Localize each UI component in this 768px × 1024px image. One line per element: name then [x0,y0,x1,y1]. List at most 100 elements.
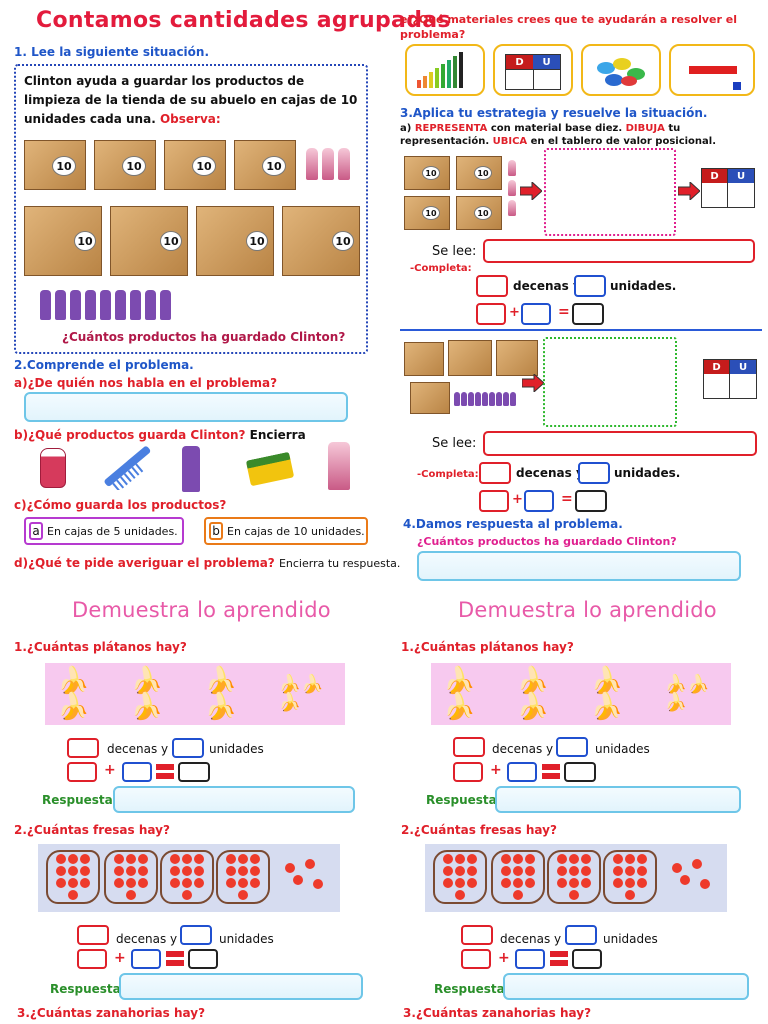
option-b-text: En cajas de 10 unidades. [227,524,365,538]
option-a-letter: a [29,522,43,540]
option-b[interactable]: b En cajas de 10 unidades. [204,517,368,545]
comb-icon[interactable] [98,444,158,492]
unidades-label: unidades [595,742,650,756]
sum-result-input-1[interactable] [572,303,604,325]
demo2-sum-a-right[interactable] [461,949,491,969]
demo2-result-left[interactable] [188,949,218,969]
demo2-unidades-right[interactable] [565,925,597,945]
demo-q1-right: 1.¿Cuántas plátanos hay? [401,640,574,654]
plus-sign: + [104,762,116,778]
demo2-result-right[interactable] [572,949,602,969]
soap-bottle [508,160,516,176]
final-answer-field[interactable] [417,551,741,581]
unidades-input-2[interactable] [578,462,610,484]
demo1-sum-b-left[interactable] [122,762,152,782]
demo1-unidades-left[interactable] [172,738,204,758]
completa-label: -Completa: [410,263,472,274]
equals-icon [542,764,560,779]
demo1-sum-a-right[interactable] [453,762,483,782]
sum-a-input-2[interactable] [479,490,509,512]
answer-a-field[interactable] [24,392,348,422]
box-label: 10 [332,231,354,251]
purple-bottle-icon[interactable] [182,446,200,492]
demo1-decenas-right[interactable] [453,737,485,757]
demo1-decenas-left[interactable] [67,738,99,758]
product-box [410,382,450,414]
decenas-input-2[interactable] [479,462,511,484]
box-label: 10 [474,166,492,180]
demo1-result-left[interactable] [178,762,210,782]
demo2-answer-right[interactable] [503,973,749,1000]
plus-sign: + [498,950,510,966]
demo1-sum-a-left[interactable] [67,762,97,782]
equals-icon [156,764,174,779]
demo1-result-right[interactable] [564,762,596,782]
soap-dispenser-icon[interactable] [40,448,66,488]
strawberry-panel-left [38,844,340,912]
decenas-label: decenas y [116,932,178,946]
plus-sign: + [509,305,520,320]
unidades-label: unidades. [610,279,677,293]
question-a: a)¿De quién nos habla en el problema? [14,376,278,390]
sponge-icon[interactable] [245,451,295,487]
demo2-decenas-right[interactable] [461,925,493,945]
arrow-right-icon [519,180,543,202]
sum-result-input-2[interactable] [575,490,607,512]
demo-q2-right: 2.¿Cuántas fresas hay? [401,823,557,837]
demo2-answer-left[interactable] [119,973,363,1000]
strawberry-panel-right [425,844,727,912]
purple-bottles-row [40,290,180,320]
box-label: 10 [422,166,440,180]
sum-b-input-2[interactable] [524,490,554,512]
sum-b-input-1[interactable] [521,303,551,325]
demo2-sum-a-left[interactable] [77,949,107,969]
loose-strawberries [282,858,326,898]
banana-single-icon: 🍌🍌🍌 [278,674,324,713]
demo-title-right: Demuestra lo aprendido [458,598,717,622]
box-label: 10 [52,156,76,176]
decenas-input-1[interactable] [476,275,508,297]
se-lee-field-2[interactable] [483,431,757,456]
drawing-area-2[interactable] [543,337,677,427]
purple-bottles-row [454,392,524,406]
unidades-label: unidades [209,742,264,756]
sum-a-input-1[interactable] [476,303,506,325]
step4-label: 4.Damos respuesta al problema. [403,517,623,531]
soap-bottle-icon[interactable] [328,442,350,490]
demo2-sum-b-left[interactable] [131,949,161,969]
option-a[interactable]: a En cajas de 5 unidades. [24,517,184,545]
demo1-answer-right[interactable] [495,786,741,813]
banana-bunch-icon: 🍌🍌 [57,666,90,722]
strawberry-bag-icon [603,850,657,904]
banana-bunch-icon: 🍌🍌 [204,666,238,722]
equals-icon [550,951,568,966]
equals-icon [166,951,184,966]
demo1-answer-left[interactable] [113,786,355,813]
material-base-ten[interactable] [669,44,755,96]
story-box: Clinton ayuda a guardar los productos de… [14,64,368,354]
material-bottle-caps[interactable] [581,44,661,96]
box-label: 10 [192,156,216,176]
drawing-area-1[interactable] [544,148,676,236]
unidades-label: unidades [603,932,658,946]
demo1-sum-b-right[interactable] [507,762,537,782]
demo1-unidades-right[interactable] [556,737,588,757]
product-box [404,342,444,376]
box-label: 10 [262,156,286,176]
box-label: 10 [122,156,146,176]
unidades-label: unidades [219,932,274,946]
se-lee-field-1[interactable] [483,239,755,263]
demo2-decenas-left[interactable] [77,925,109,945]
soap-bottle [508,180,516,196]
material-beads[interactable] [405,44,485,96]
arrow-right-icon [677,180,701,202]
demo2-unidades-left[interactable] [180,925,212,945]
unidades-input-1[interactable] [574,275,606,297]
banana-panel-right: 🍌🍌 🍌🍌 🍌🍌 🍌🍌🍌 [431,663,731,725]
banana-bunch-icon: 🍌🍌 [516,666,550,722]
decenas-label: decenas y [516,466,584,480]
demo2-sum-b-right[interactable] [515,949,545,969]
